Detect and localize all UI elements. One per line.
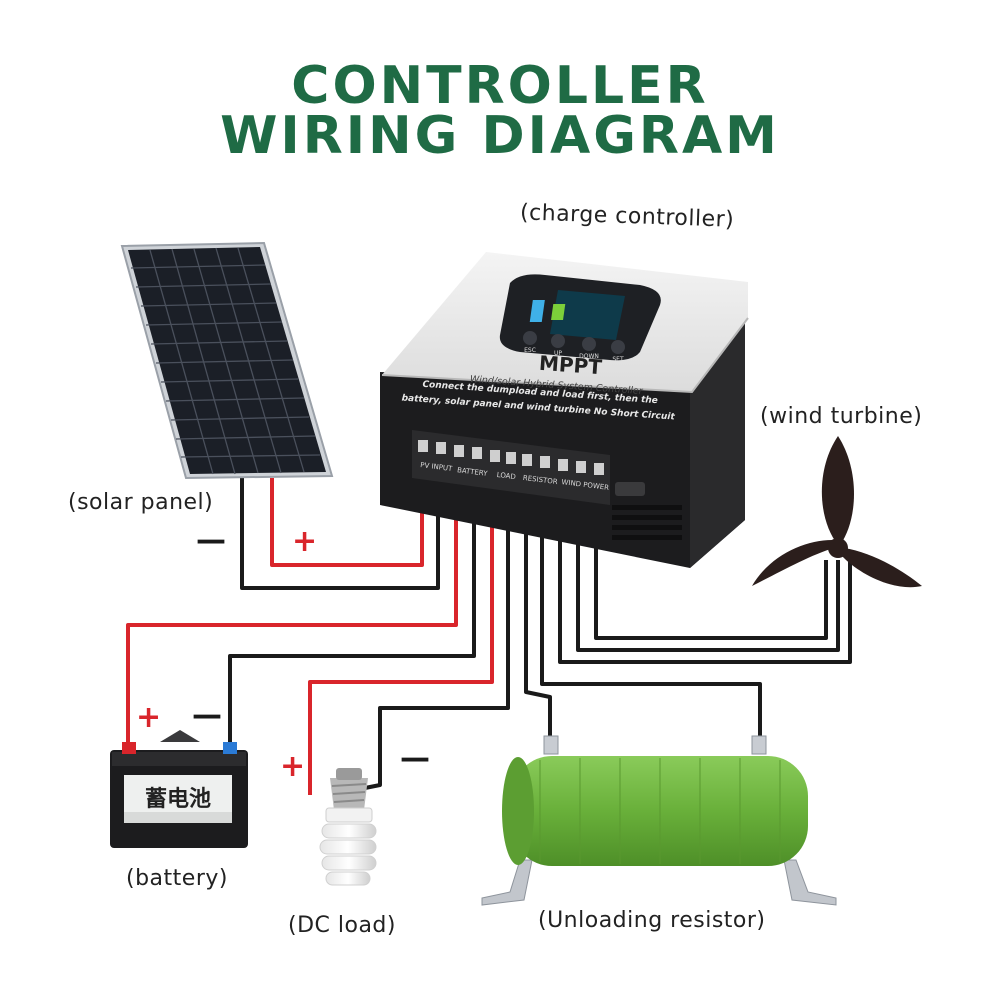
- solar-positive-wire: [270, 478, 424, 567]
- battery-positive-wire: [126, 505, 458, 742]
- battery-chinese-text: 蓄电池: [145, 787, 211, 812]
- dc-load-bulb-icon: [319, 768, 377, 886]
- terminal-battery: BATTERY: [457, 466, 489, 478]
- diagram-title-line2: WIRING DIAGRAM: [220, 106, 780, 166]
- battery-negative-wire: [228, 505, 476, 742]
- unloading-resistor-icon: [481, 735, 837, 906]
- dc-load-label: (DC load): [288, 913, 396, 938]
- battery-label: (battery): [126, 866, 228, 891]
- solar-panel-icon: [120, 241, 334, 480]
- battery-minus-sign: —: [192, 698, 222, 733]
- wires: [126, 478, 852, 795]
- wind-wire-3: [594, 505, 828, 640]
- controller-buttons: ESC UP DOWN SET: [524, 347, 624, 363]
- load-minus-sign: —: [400, 741, 430, 776]
- solar-panel-label: (solar panel): [68, 490, 214, 515]
- solar-minus-sign: —: [196, 523, 226, 558]
- button-set-label: SET: [612, 356, 624, 363]
- controller-brand: MPPT: [538, 351, 603, 379]
- wind-turbine-icon: [752, 436, 922, 588]
- button-down-label: DOWN: [579, 353, 599, 360]
- unloading-resistor-label: (Unloading resistor): [538, 908, 766, 933]
- terminal-load: LOAD: [496, 471, 516, 481]
- button-esc-label: ESC: [524, 347, 536, 354]
- battery-plus-sign: +: [136, 700, 162, 735]
- charge-controller-icon: [380, 252, 749, 568]
- wind-wire-2: [576, 505, 840, 652]
- diagram-title-line1: CONTROLLER: [291, 56, 709, 116]
- resistor-wire-2: [540, 505, 762, 740]
- battery-icon: [110, 730, 248, 848]
- resistor-wire-1: [524, 505, 552, 740]
- button-up-label: UP: [554, 350, 562, 357]
- solar-plus-sign: +: [292, 524, 318, 559]
- terminal-pv-input: PV INPUT: [420, 461, 454, 473]
- solar-negative-wire: [240, 478, 440, 590]
- load-negative-wire: [354, 505, 510, 792]
- wind-turbine-label: (wind turbine): [760, 404, 923, 429]
- wind-wire-1: [558, 505, 852, 664]
- load-plus-sign: +: [280, 749, 306, 784]
- load-positive-wire: [308, 505, 494, 795]
